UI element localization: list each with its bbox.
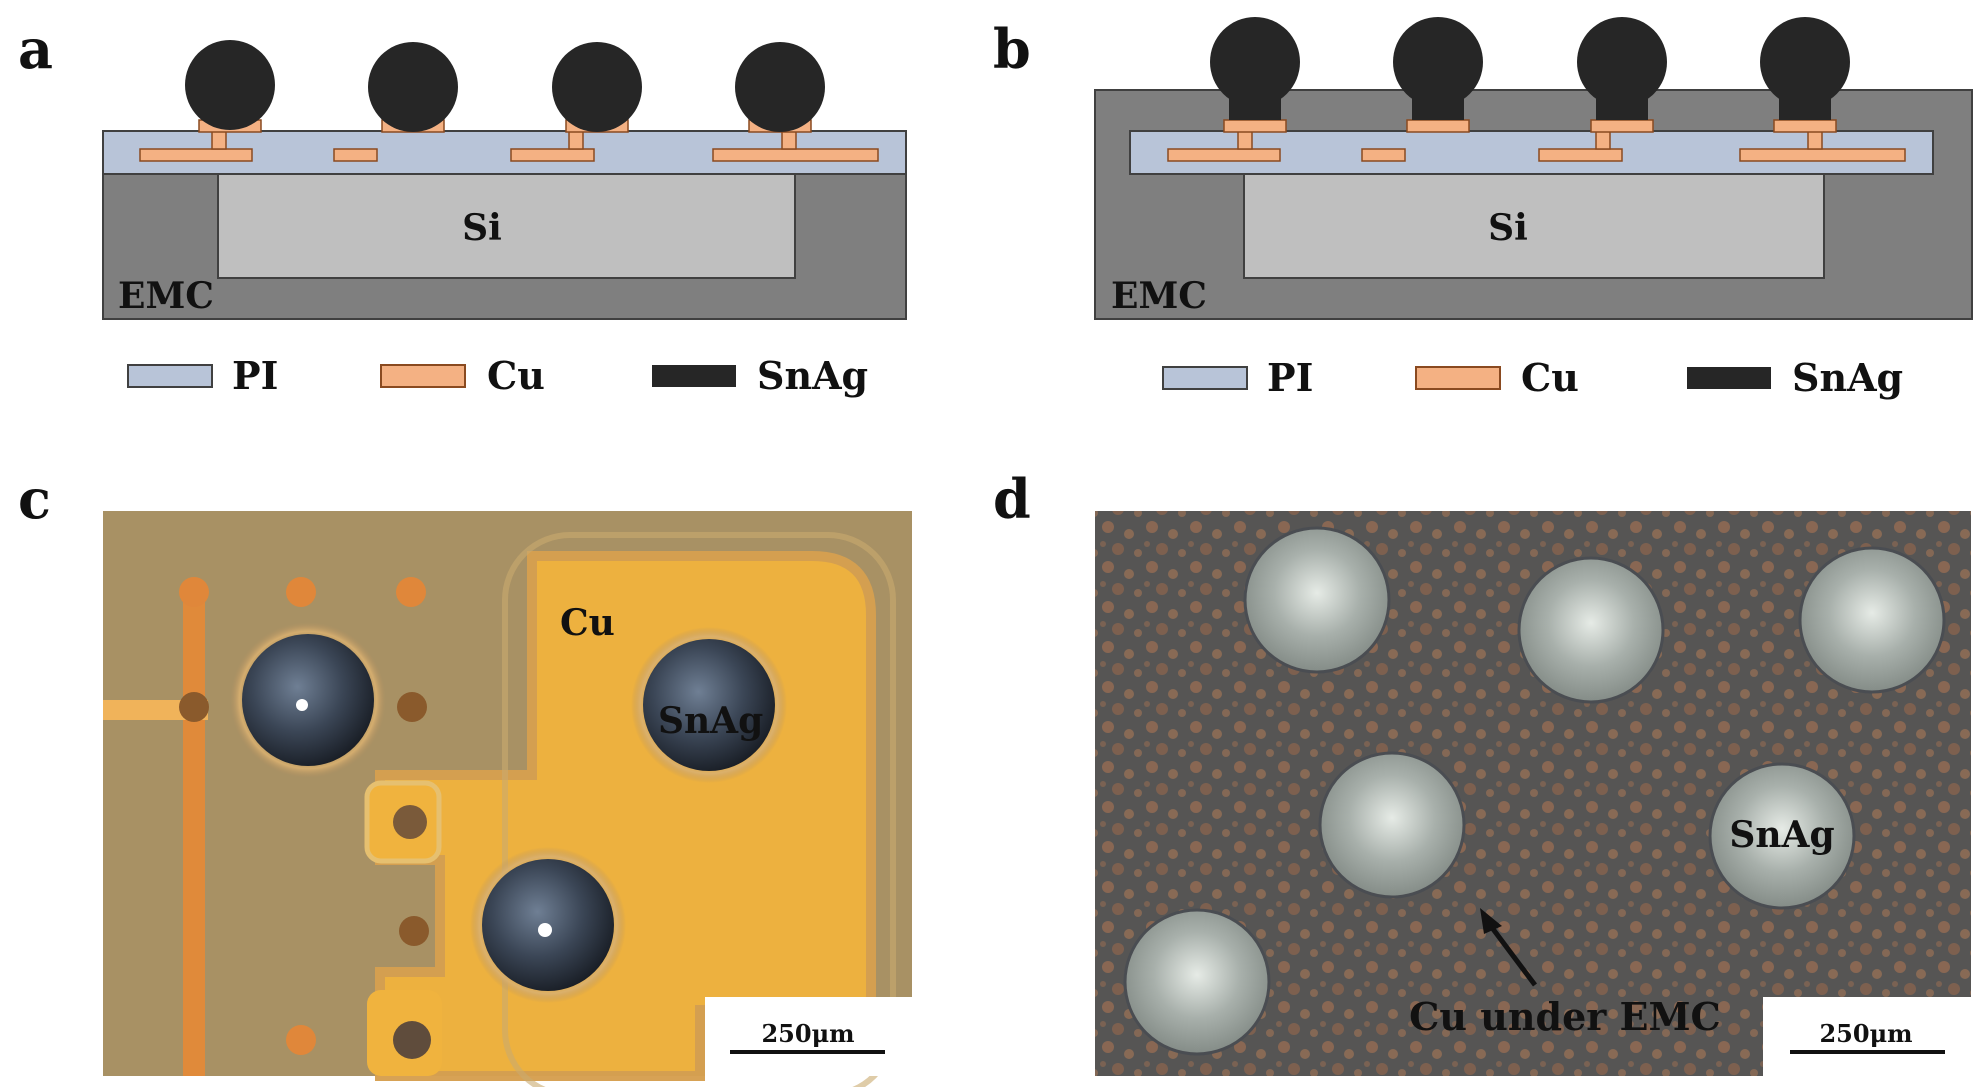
si-label: Si bbox=[1488, 207, 1528, 249]
scale-bar-d: 250μm bbox=[1763, 997, 1971, 1076]
cu-pad bbox=[1590, 119, 1654, 133]
cu-via bbox=[211, 130, 227, 150]
snag-ball bbox=[368, 42, 458, 132]
snag-ball bbox=[242, 634, 374, 766]
panel-a: a Si EMC PI Cu SnAg bbox=[18, 17, 907, 398]
cu-via bbox=[1807, 130, 1823, 150]
panel-a-label: a bbox=[18, 17, 53, 81]
snag-bump bbox=[1577, 17, 1667, 120]
cu-trace bbox=[712, 148, 879, 162]
scale-bar-label: 250μm bbox=[1819, 1019, 1912, 1048]
cu-via bbox=[781, 130, 797, 150]
si-die bbox=[1243, 173, 1825, 279]
cu-pad bbox=[1773, 119, 1837, 133]
cu-trace bbox=[1538, 148, 1623, 162]
via-hole bbox=[399, 916, 429, 946]
panel-c: c Cu SnAg 250μm bbox=[18, 467, 912, 1087]
snag-ball bbox=[1517, 556, 1665, 704]
legend-swatch-pi bbox=[127, 364, 213, 388]
snag-label: SnAg bbox=[658, 700, 763, 742]
via-hole bbox=[179, 692, 209, 722]
snag-ball bbox=[1123, 908, 1271, 1056]
legend-swatch-snag bbox=[1687, 367, 1771, 389]
legend-swatch-cu bbox=[1415, 366, 1501, 390]
legend-swatch-pi bbox=[1162, 366, 1248, 390]
panel-b: b Si EMC bbox=[993, 17, 1973, 400]
cu-via bbox=[568, 130, 584, 150]
legend-label-pi: PI bbox=[232, 353, 278, 398]
snag-bump bbox=[1393, 17, 1483, 120]
snag-ball bbox=[1318, 751, 1466, 899]
cu-pad bbox=[1406, 119, 1470, 133]
legend-label-cu: Cu bbox=[1521, 355, 1579, 400]
legend-swatch-cu bbox=[380, 364, 466, 388]
legend-b: PI Cu SnAg bbox=[1162, 355, 1903, 400]
cu-trace bbox=[139, 148, 253, 162]
panel-d: d SnAg Cu under EMC 250μm bbox=[993, 467, 1971, 1076]
si-label: Si bbox=[462, 207, 502, 249]
legend-swatch-snag bbox=[652, 365, 736, 387]
snag-highlight bbox=[296, 699, 308, 711]
annotation-arrow bbox=[1480, 908, 1537, 987]
snag-highlight bbox=[538, 923, 552, 937]
snag-label: SnAg bbox=[1729, 814, 1834, 856]
legend-label-pi: PI bbox=[1267, 355, 1313, 400]
snag-ball bbox=[1708, 762, 1856, 910]
cu-plane-border bbox=[502, 532, 896, 1087]
scale-bar-label: 250μm bbox=[761, 1019, 854, 1048]
annotation-label: Cu under EMC bbox=[1409, 994, 1721, 1039]
cu-dot bbox=[396, 577, 426, 607]
legend-label-cu: Cu bbox=[487, 353, 545, 398]
cu-trace bbox=[183, 585, 205, 1076]
snag-ball bbox=[185, 40, 275, 130]
cu-via bbox=[1237, 130, 1253, 150]
panel-c-label: c bbox=[18, 467, 51, 531]
cu-via bbox=[1595, 130, 1611, 150]
snag-ball bbox=[552, 42, 642, 132]
snag-ball bbox=[1243, 526, 1391, 674]
cu-trace bbox=[1739, 148, 1906, 162]
snag-ball bbox=[643, 639, 775, 771]
cu-dot bbox=[286, 577, 316, 607]
emc-label: EMC bbox=[1111, 275, 1207, 317]
snag-ball bbox=[735, 42, 825, 132]
cu-pad bbox=[1223, 119, 1287, 133]
via-hole bbox=[393, 1021, 431, 1059]
via-hole bbox=[397, 692, 427, 722]
cu-trace bbox=[1167, 148, 1281, 162]
panel-d-label: d bbox=[993, 467, 1031, 531]
si-die bbox=[217, 173, 796, 279]
snag-bump bbox=[1210, 17, 1300, 120]
cu-dot bbox=[179, 577, 209, 607]
cu-trace bbox=[333, 148, 378, 162]
cu-dot bbox=[286, 1025, 316, 1055]
cu-trace bbox=[510, 148, 595, 162]
legend-label-snag: SnAg bbox=[1792, 355, 1903, 400]
emc-label: EMC bbox=[118, 275, 214, 317]
via-hole bbox=[393, 805, 427, 839]
legend-label-snag: SnAg bbox=[757, 353, 868, 398]
cu-trace bbox=[1361, 148, 1406, 162]
panel-b-label: b bbox=[993, 17, 1031, 81]
legend-a: PI Cu SnAg bbox=[127, 353, 868, 398]
snag-bump bbox=[1760, 17, 1850, 120]
snag-ball bbox=[1798, 546, 1946, 694]
cu-label: Cu bbox=[560, 602, 615, 644]
scale-bar-c: 250μm bbox=[705, 997, 912, 1076]
